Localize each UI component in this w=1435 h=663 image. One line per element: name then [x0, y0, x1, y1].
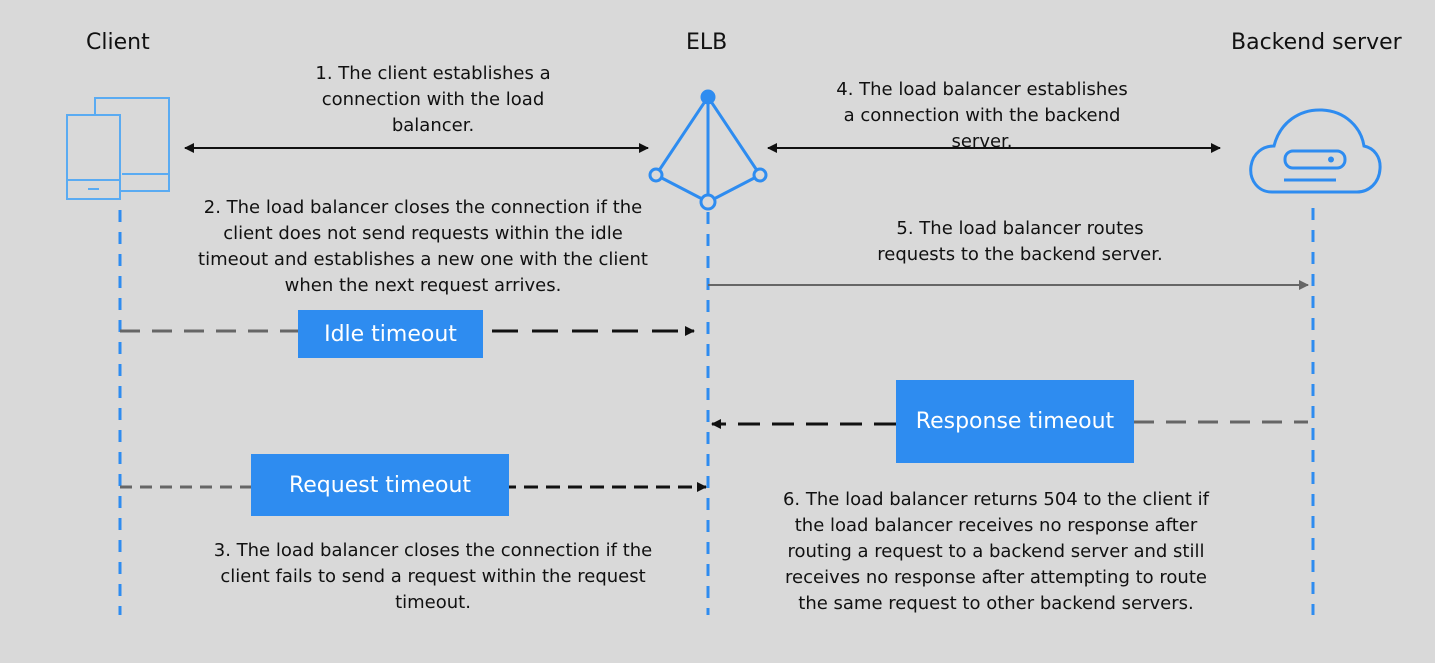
- step2-line: 2. The load balancer closes the connecti…: [203, 197, 643, 218]
- step4-note: 4. The load balancer establishes a conne…: [812, 77, 1152, 155]
- step5-note: 5. The load balancer routes requests to …: [850, 216, 1190, 268]
- step1-line: 1. The client establishes a: [315, 63, 551, 84]
- step1-note: 1. The client establishes a connection w…: [300, 61, 566, 139]
- step2-line: when the next request arrives.: [284, 275, 562, 296]
- step3-line: client fails to send a request within th…: [220, 566, 646, 587]
- idle-timeout-box: Idle timeout: [298, 310, 483, 358]
- step4-line: a connection with the backend: [843, 105, 1121, 126]
- step6-line: routing a request to a backend server an…: [787, 541, 1205, 562]
- step6-line: the load balancer receives no response a…: [794, 515, 1198, 536]
- step2-line: timeout and establishes a new one with t…: [198, 249, 648, 270]
- step6-line: the same request to other backend server…: [798, 593, 1194, 614]
- step3-line: timeout.: [395, 592, 471, 613]
- client-device-icon: [66, 97, 170, 200]
- backend-server-cloud-icon: [1249, 108, 1382, 194]
- step4-line: 4. The load balancer establishes: [836, 79, 1128, 100]
- step5-line: requests to the backend server.: [877, 244, 1163, 265]
- step3-line: 3. The load balancer closes the connecti…: [213, 540, 653, 561]
- step1-line: balancer.: [391, 115, 475, 136]
- client-label: Client: [86, 30, 150, 55]
- response-timeout-box: Response timeout: [896, 380, 1134, 463]
- step6-note: 6. The load balancer returns 504 to the …: [746, 487, 1246, 617]
- step2-note: 2. The load balancer closes the connecti…: [168, 195, 678, 299]
- load-balancer-icon: [648, 89, 768, 211]
- step2-line: client does not send requests within the…: [223, 223, 623, 244]
- step1-line: connection with the load: [321, 89, 545, 110]
- request-timeout-box: Request timeout: [251, 454, 509, 516]
- step3-note: 3. The load balancer closes the connecti…: [183, 538, 683, 616]
- elb-label: ELB: [686, 30, 728, 55]
- step6-line: receives no response after attempting to…: [785, 567, 1207, 588]
- step6-line: 6. The load balancer returns 504 to the …: [782, 489, 1210, 510]
- step4-line: server.: [951, 131, 1013, 152]
- step5-line: 5. The load balancer routes: [896, 218, 1144, 239]
- backend-server-label: Backend server: [1231, 30, 1402, 55]
